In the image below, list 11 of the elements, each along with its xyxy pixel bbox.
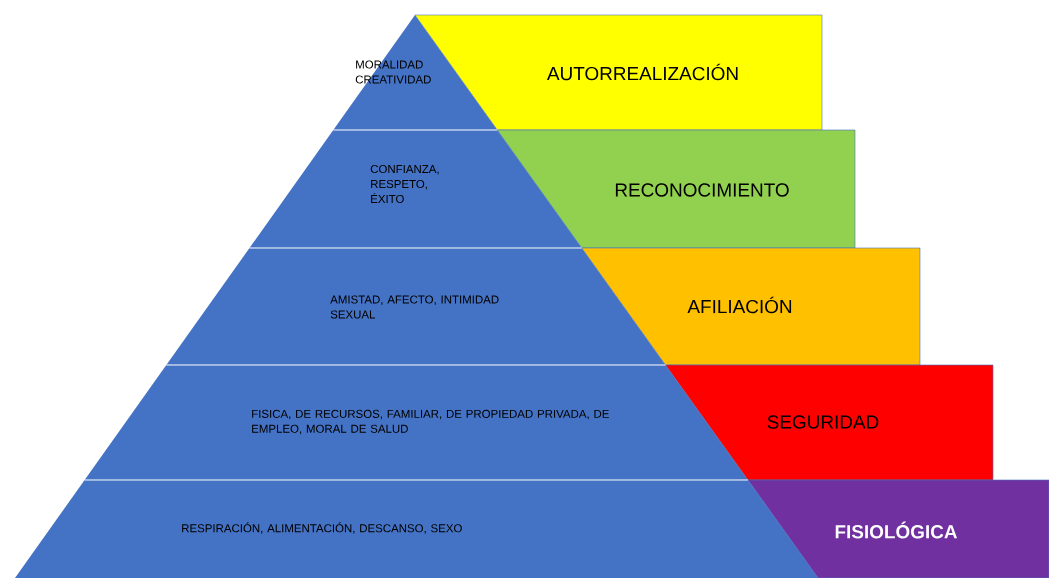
pyramid-level: AMISTAD, AFECTO, INTIMIDAD SEXUAL bbox=[166, 248, 666, 365]
node-label: FISICA, DE RECURSOS, FAMILIAR, DE PROPIEDAD PRIVADA, DE EMPLEO, MORAL DE SALUD bbox=[252, 409, 609, 435]
level-band: FISIOLÓGICA bbox=[747, 479, 1049, 578]
node-label: AMISTAD, AFECTO, INTIMIDAD SEXUAL bbox=[330, 295, 499, 319]
node-label: CONFIANZA, RESPETO, ÉXITO bbox=[370, 165, 439, 203]
pyramid-level: RESPIRACIÓN, ALIMENTACIÓN, DESCANSO, SEXO bbox=[15, 480, 818, 578]
level-band: RECONOCIMIENTO bbox=[497, 129, 856, 249]
pyramid-level: FISICA, DE RECURSOS, FAMILIAR, DE PROPIEDAD PRIVADA, DE EMPLEO, MORAL DE SALUD bbox=[84, 365, 748, 480]
level-band: SEGURIDAD bbox=[665, 364, 994, 481]
node-label: RESPIRACIÓN, ALIMENTACIÓN, DESCANSO, SEXO bbox=[182, 522, 462, 534]
level-band: AFILIACIÓN bbox=[581, 247, 921, 366]
